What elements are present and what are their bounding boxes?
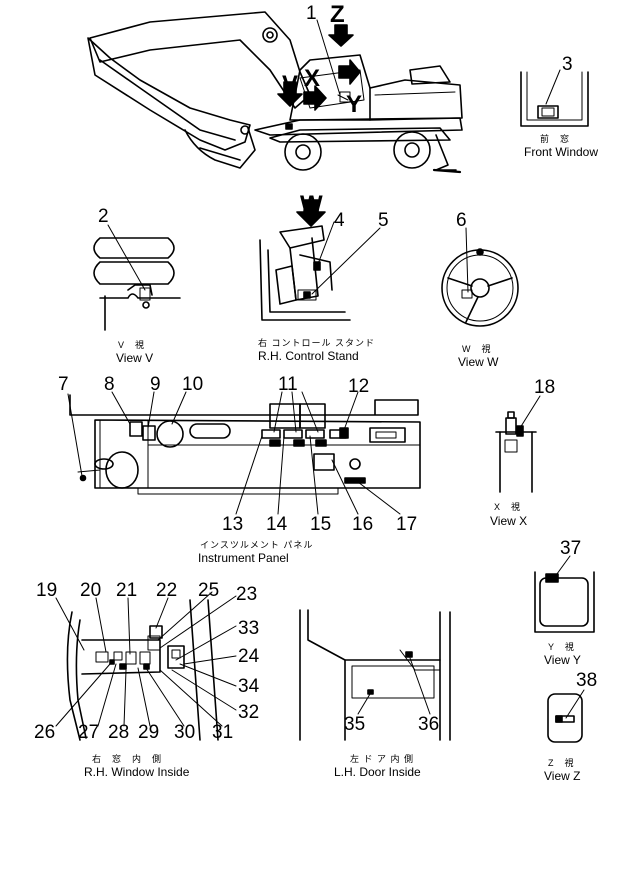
- caption-rh-window-inside: R.H. Window Inside: [84, 765, 190, 779]
- callout-12: 12: [348, 376, 369, 397]
- callout-35: 35: [344, 714, 365, 735]
- callout-25: 25: [198, 580, 219, 601]
- caption-rh-window-inside-jp: 右 窓 内 側: [92, 753, 162, 764]
- callout-4: 4: [334, 210, 345, 231]
- callout-29: 29: [138, 722, 159, 743]
- view-z-drawing: [547, 689, 585, 743]
- callout-7: 7: [58, 374, 69, 395]
- caption-view-x: View X: [490, 514, 527, 528]
- lh-door-inside-drawing: [299, 609, 451, 741]
- callout-28: 28: [108, 722, 129, 743]
- view-letter-x: X: [304, 65, 320, 92]
- callout-16: 16: [352, 514, 373, 535]
- caption-lh-door-inside: L.H. Door Inside: [334, 765, 421, 779]
- callout-18: 18: [534, 377, 555, 398]
- view-y-drawing: [534, 555, 595, 633]
- caption-view-z: View Z: [544, 769, 580, 783]
- callout-34: 34: [238, 676, 260, 697]
- rh-window-inside-drawing: [55, 591, 237, 741]
- callout-33: 33: [238, 618, 259, 639]
- view-v-drawing: [93, 224, 181, 331]
- caption-front-window: Front Window: [524, 145, 598, 159]
- view-w-drawing: [441, 227, 519, 327]
- callout-38: 38: [576, 670, 597, 691]
- callout-37: 37: [560, 538, 581, 559]
- caption-lh-door-inside-jp: 左 ド ア 内 側: [350, 753, 414, 764]
- callout-8: 8: [104, 374, 115, 395]
- caption-view-z-jp: Z 視: [548, 757, 575, 768]
- callout-11: 11: [278, 374, 298, 395]
- caption-view-w-jp: W 視: [462, 343, 492, 354]
- excavator-drawing: [87, 11, 463, 174]
- callout-31: 31: [212, 722, 233, 743]
- instrument-panel-drawing: [67, 391, 421, 515]
- callout-26: 26: [34, 722, 55, 743]
- caption-front-window-jp: 前 窓: [540, 133, 570, 144]
- view-letter-w: W: [300, 191, 323, 218]
- callout-6: 6: [456, 210, 467, 231]
- caption-view-w: View W: [458, 355, 499, 369]
- caption-instrument-panel: Instrument Panel: [198, 551, 289, 565]
- callout-20: 20: [80, 580, 101, 601]
- callout-numbers: 1 2 3 4 5 6 7 8 9 10 11 12 13 14 15 16 1…: [34, 3, 597, 743]
- callout-22: 22: [156, 580, 177, 601]
- callout-2: 2: [98, 206, 109, 227]
- caption-view-y-jp: Y 視: [548, 641, 575, 652]
- callout-23: 23: [236, 584, 257, 605]
- callout-32: 32: [238, 702, 259, 723]
- callout-14: 14: [266, 514, 288, 535]
- callout-27: 27: [78, 722, 99, 743]
- callout-13: 13: [222, 514, 243, 535]
- callout-36: 36: [418, 714, 439, 735]
- caption-rh-control-stand: R.H. Control Stand: [258, 349, 359, 363]
- view-x-drawing: [495, 395, 541, 493]
- view-letters: Z V X Y W: [282, 1, 362, 218]
- callout-1: 1: [306, 3, 317, 24]
- callout-3: 3: [562, 54, 573, 75]
- view-letter-z: Z: [330, 1, 345, 28]
- callout-19: 19: [36, 580, 57, 601]
- caption-view-x-jp: X 視: [494, 501, 521, 512]
- callout-5: 5: [378, 210, 389, 231]
- caption-instrument-panel-jp: インスツルメント パネル: [200, 540, 313, 550]
- captions: 前 窓 Front Window V 視 View V 右 コントロール スタン…: [84, 133, 598, 783]
- caption-view-v: View V: [116, 351, 153, 365]
- callout-9: 9: [150, 374, 161, 395]
- callout-17: 17: [396, 514, 417, 535]
- callout-30: 30: [174, 722, 195, 743]
- callout-10: 10: [182, 374, 203, 395]
- rh-control-stand-drawing: [259, 199, 381, 321]
- front-window-drawing: [520, 69, 589, 127]
- caption-view-y: View Y: [544, 653, 581, 667]
- callout-21: 21: [116, 580, 137, 601]
- caption-view-v-jp: V 視: [118, 339, 145, 350]
- callout-24: 24: [238, 646, 260, 667]
- callout-15: 15: [310, 514, 331, 535]
- caption-rh-control-stand-jp: 右 コントロール スタンド: [258, 337, 375, 348]
- view-letter-y: Y: [346, 91, 362, 118]
- view-letter-v: V: [282, 71, 298, 98]
